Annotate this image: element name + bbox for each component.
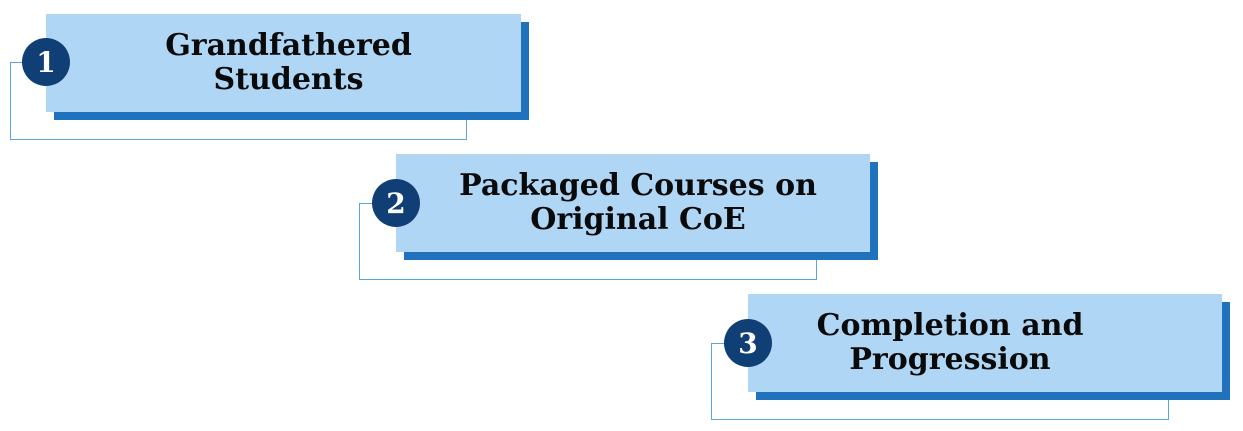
step-number-badge: 3: [724, 319, 772, 367]
step-card: Packaged Courses on Original CoE: [396, 154, 870, 252]
step-title: Grandfathered Students: [165, 28, 412, 97]
step-card: Completion and Progression: [748, 294, 1222, 392]
step-card: Grandfathered Students: [46, 14, 521, 112]
step-title: Completion and Progression: [816, 308, 1084, 377]
step-number-badge: 1: [22, 38, 70, 86]
step-number-badge: 2: [372, 179, 420, 227]
step-title: Packaged Courses on Original CoE: [459, 168, 817, 237]
